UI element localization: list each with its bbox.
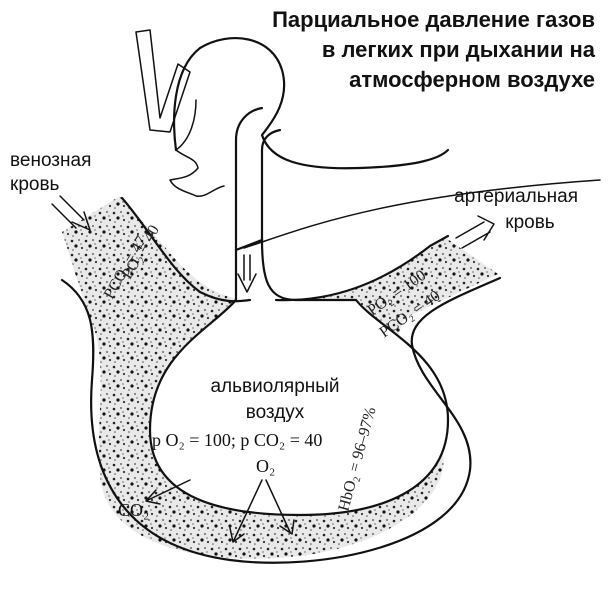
o2-diffusion-arrow-right: [265, 479, 295, 535]
title-block: Парциальное давление газов в легких при …: [272, 7, 596, 92]
alveolar-air-label-1: альвиолярный: [210, 376, 339, 397]
title-line-1: Парциальное давление газов: [272, 7, 595, 32]
o2-diffusion-arrow-left: [229, 479, 263, 543]
alveolus-interior: [148, 238, 450, 517]
trachea: [234, 106, 282, 252]
title-line-3: атмосферном воздухе: [349, 67, 595, 92]
arterial-flow-arrow: [455, 215, 495, 249]
vessel-upper-left-outline: [120, 196, 252, 303]
co2-diffusion-label: CO₂: [118, 500, 149, 520]
arterial-blood-label-1: артериальная: [454, 186, 578, 207]
inhale-arrow: [237, 254, 257, 293]
breathing-mask: [135, 29, 191, 133]
venous-flow-arrow: [51, 195, 91, 231]
nerve-line: [243, 179, 601, 249]
mask-tube: [175, 99, 197, 151]
vessel-upper-right-outline: [274, 234, 450, 302]
vessel-outer-outline: [60, 276, 502, 564]
face: [169, 149, 225, 197]
venous-blood-label-2: кровь: [10, 174, 60, 195]
co2-diffusion-arrow: [145, 479, 191, 505]
arterial-blood-label-2: кровь: [505, 212, 555, 233]
head-profile: [173, 36, 450, 170]
title-line-2: в легких при дыхании на: [322, 37, 596, 62]
venous-blood-label-1: венозная: [10, 150, 91, 171]
alveolar-pressures: p O₂ = 100; p CO₂ = 40: [152, 430, 322, 450]
alveolar-air-label-2: воздух: [246, 402, 305, 423]
o2-diffusion-label: O₂: [256, 456, 275, 476]
